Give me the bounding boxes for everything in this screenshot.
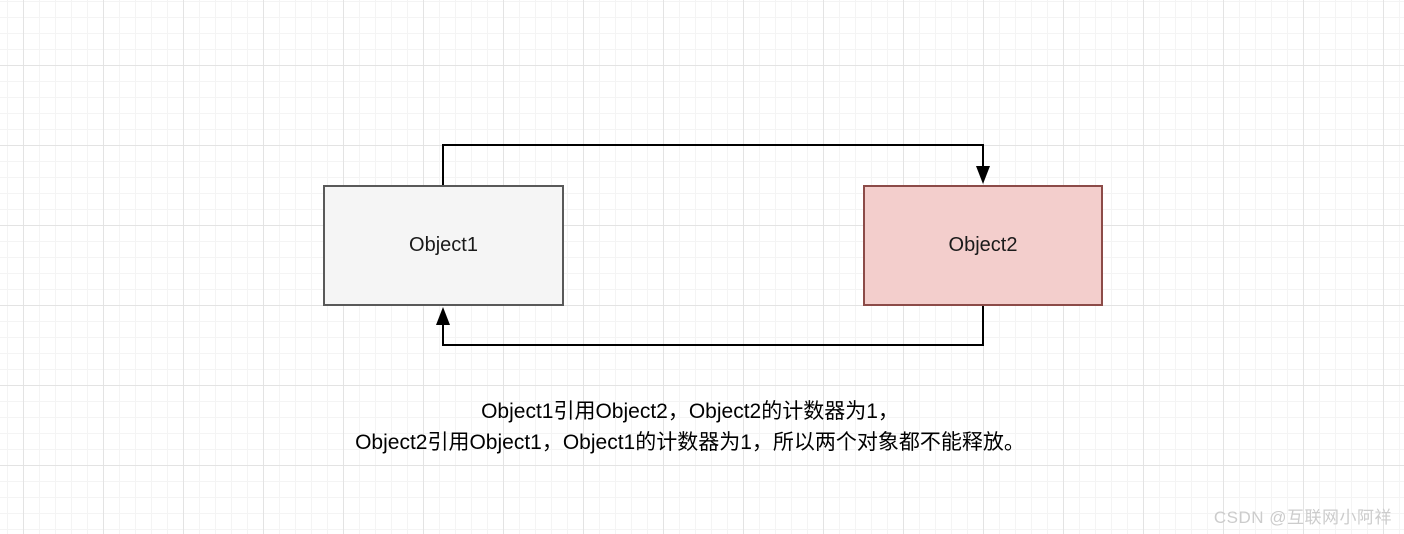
node-object2: Object2 — [863, 185, 1103, 306]
caption-line-2: Object2引用Object1，Object1的计数器为1，所以两个对象都不能… — [355, 431, 1025, 454]
caption: Object1引用Object2，Object2的计数器为1， Object2引… — [0, 396, 1380, 458]
edge-object2-to-object1 — [436, 306, 984, 346]
edge-object1-to-object2 — [442, 144, 990, 185]
node-object1: Object1 — [323, 185, 564, 306]
arrowhead-up-icon — [436, 307, 450, 325]
arrowhead-down-icon — [976, 166, 990, 184]
node-object1-label: Object1 — [409, 234, 478, 256]
node-object2-label: Object2 — [948, 234, 1018, 256]
watermark: CSDN @互联网小阿祥 — [1213, 508, 1392, 527]
caption-line-1: Object1引用Object2，Object2的计数器为1， — [481, 400, 899, 423]
